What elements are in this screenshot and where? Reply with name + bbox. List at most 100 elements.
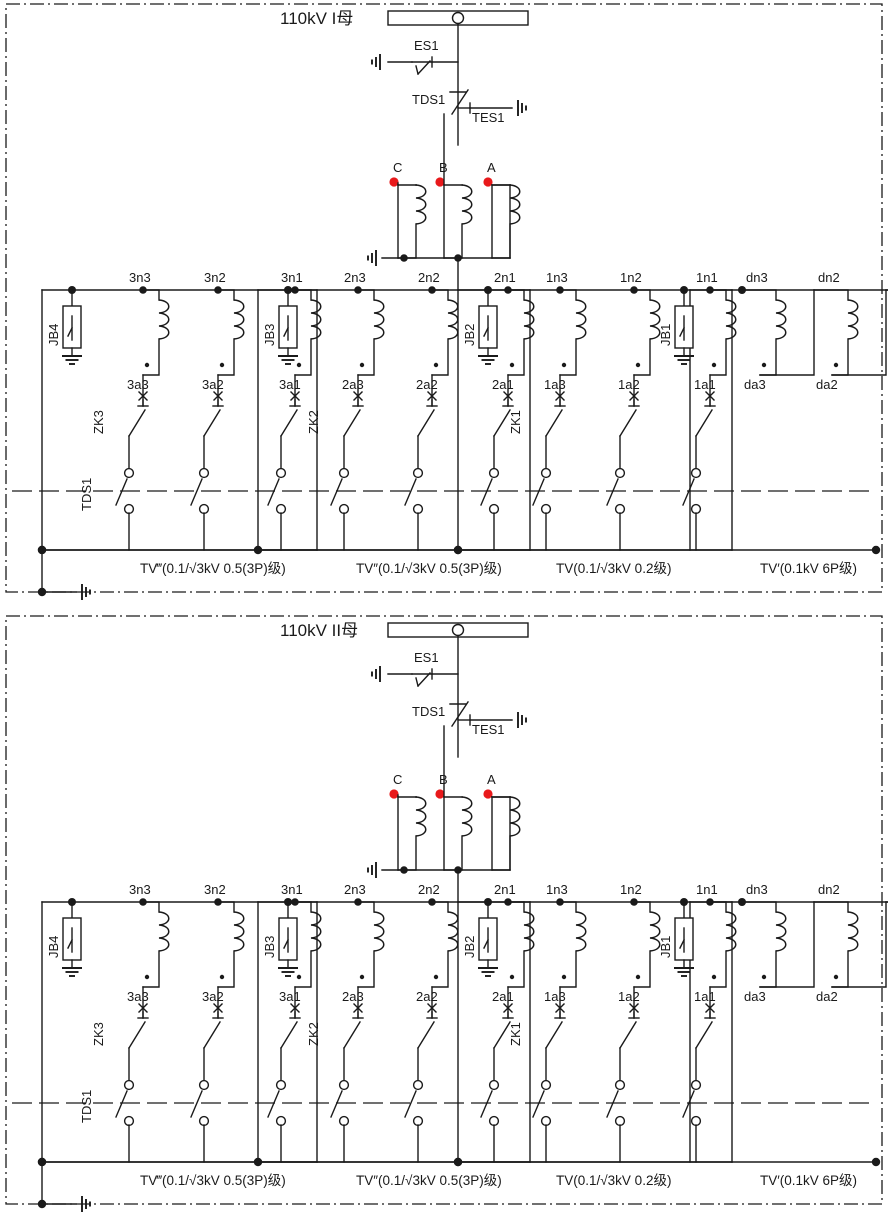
relay-box-JB2[interactable] — [478, 917, 498, 961]
switch-ring-bottom — [614, 1115, 626, 1127]
zk-blade — [619, 409, 637, 437]
rail-ground-symbol — [81, 584, 91, 600]
secondary-winding-dn3 — [775, 299, 787, 340]
relay-label-JB4: JB4 — [46, 324, 61, 346]
tds1-blade — [451, 89, 469, 115]
switch-ring-bottom — [488, 1115, 500, 1127]
cross-mark — [629, 391, 639, 401]
terminal-label-dn3: dn3 — [746, 882, 768, 897]
polarity-mark-3a3 — [144, 362, 150, 368]
terminal-label-dn2: dn2 — [818, 882, 840, 897]
group-caption-jb3: TV″(0.1/√3kV 0.5(3P)级) — [356, 1173, 502, 1188]
switch-ring-top — [123, 467, 135, 479]
polarity-mark-1a3 — [561, 974, 567, 980]
terminal-label-da3: da3 — [744, 377, 766, 392]
switch-ring-bottom — [198, 503, 210, 515]
polarity-mark-1a1 — [711, 362, 717, 368]
cross-mark — [705, 1003, 715, 1013]
switch-ring-bottom — [690, 1115, 702, 1127]
terminal-label-3a2: 3a2 — [202, 989, 224, 1004]
primary-winding-C — [415, 184, 427, 225]
polarity-mark-da3 — [761, 362, 767, 368]
rail-ground-symbol — [81, 1196, 91, 1212]
tes1-label: TES1 — [472, 110, 505, 125]
relay-box-JB2[interactable] — [478, 305, 498, 349]
polarity-mark-1a2 — [635, 974, 641, 980]
junction-dot — [400, 254, 408, 262]
terminal-label-3n2: 3n2 — [204, 270, 226, 285]
relay-ground-JB4 — [62, 355, 82, 365]
es1-label: ES1 — [414, 38, 439, 53]
tds-blade — [480, 478, 493, 506]
terminal-label-2a2: 2a2 — [416, 377, 438, 392]
switch-label-ZK3: ZK3 — [91, 410, 106, 434]
polarity-mark-da2 — [833, 974, 839, 980]
relay-box-JB1[interactable] — [674, 917, 694, 961]
switch-label-ZK1: ZK1 — [508, 410, 523, 434]
primary-winding-A — [509, 184, 521, 225]
cross-mark — [629, 1003, 639, 1013]
tds-blade — [532, 478, 545, 506]
zk-blade — [280, 1021, 298, 1049]
switch-ring-bottom — [275, 503, 287, 515]
switch-ring-top — [614, 1079, 626, 1091]
switch-ring-top — [412, 1079, 424, 1091]
relay-ground-JB3 — [278, 967, 298, 977]
switch-ring-bottom — [198, 1115, 210, 1127]
relay-box-JB3[interactable] — [278, 305, 298, 349]
switch-ring-bottom — [412, 1115, 424, 1127]
switch-ring-bottom — [412, 503, 424, 515]
terminal-label-1n3: 1n3 — [546, 270, 568, 285]
zk-blade — [619, 1021, 637, 1049]
zk-blade — [280, 409, 298, 437]
secondary-winding-dn3 — [775, 911, 787, 952]
terminal-label-da2: da2 — [816, 377, 838, 392]
terminal-label-2a1: 2a1 — [492, 989, 514, 1004]
relay-box-JB4[interactable] — [62, 305, 82, 349]
zk-blade — [343, 1021, 361, 1049]
group-caption-jb4: TV‴(0.1/√3kV 0.5(3P)级) — [140, 1173, 286, 1188]
tes1-ground — [517, 100, 527, 116]
busbar-tap — [451, 623, 465, 637]
rail-mid-dot — [453, 545, 463, 555]
switch-ring-bottom — [540, 503, 552, 515]
cross-mark — [705, 391, 715, 401]
secondary-winding-dn2 — [847, 911, 859, 952]
secondary-winding-1n1 — [725, 299, 737, 340]
zk-blade — [545, 1021, 563, 1049]
switch-ring-bottom — [690, 503, 702, 515]
relay-label-JB1: JB1 — [658, 324, 673, 346]
relay-box-JB4[interactable] — [62, 917, 82, 961]
polarity-mark-2a2 — [433, 974, 439, 980]
switch-ring-top — [690, 1079, 702, 1091]
rail-right-dot — [871, 545, 881, 555]
switch-ring-top — [275, 467, 287, 479]
secondary-winding-1n3 — [575, 299, 587, 340]
terminal-label-1n3: 1n3 — [546, 882, 568, 897]
secondary-winding-2n1 — [523, 911, 535, 952]
secondary-winding-3n2 — [233, 299, 245, 340]
zk-blade — [128, 1021, 146, 1049]
secondary-winding-dn2 — [847, 299, 859, 340]
polarity-mark-3a2 — [219, 362, 225, 368]
secondary-winding-3n2 — [233, 911, 245, 952]
polarity-mark-1a3 — [561, 362, 567, 368]
terminal-label-2a3: 2a3 — [342, 377, 364, 392]
zk-blade — [203, 1021, 221, 1049]
section-border — [5, 615, 883, 1205]
relay-box-JB3[interactable] — [278, 917, 298, 961]
relay-box-JB1[interactable] — [674, 305, 694, 349]
zk-blade — [695, 1021, 713, 1049]
secondary-group-jb1: JB1dn3da3dn2da2dn1da1TV′(0.1kV 6P级) — [658, 270, 888, 576]
delta-link — [831, 289, 887, 376]
switch-ring-top — [540, 467, 552, 479]
terminal-label-1a3: 1a3 — [544, 989, 566, 1004]
delta-link — [759, 289, 815, 376]
es1-blade — [417, 60, 431, 75]
tds-blade — [480, 1090, 493, 1118]
polarity-dot-A — [483, 177, 493, 187]
